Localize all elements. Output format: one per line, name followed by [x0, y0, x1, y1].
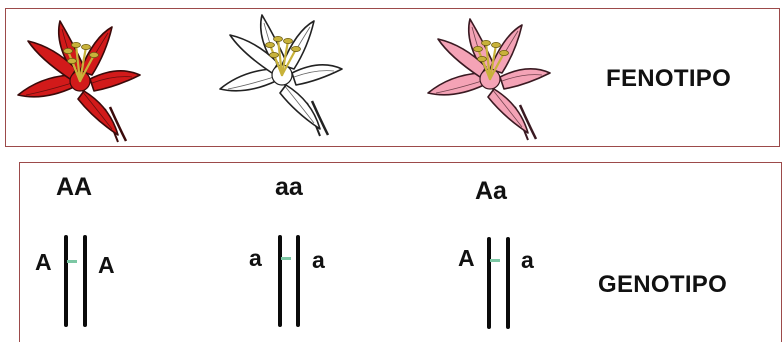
- stamen-anther: [482, 40, 491, 45]
- stamen-anther: [68, 58, 77, 63]
- genotype-2-label: aa: [275, 173, 303, 202]
- phenotype-label: FENOTIPO: [606, 65, 731, 93]
- allele-3-left: A: [458, 245, 475, 272]
- stamen-anther: [284, 38, 293, 43]
- locus-2-mark: [281, 257, 291, 260]
- stamen-anther: [274, 36, 283, 41]
- petal-crease: [492, 89, 522, 127]
- chromosome-2-left: [278, 235, 282, 327]
- locus-3-mark: [490, 259, 500, 262]
- chromosome-1-left: [64, 235, 68, 327]
- stamen-anther: [72, 42, 81, 47]
- white-lily-image: [216, 9, 346, 137]
- petal-shape: [428, 73, 484, 95]
- locus-1-mark: [67, 260, 77, 263]
- allele-3-right: a: [521, 247, 534, 274]
- allele-2-right: a: [312, 247, 325, 274]
- stamen-anther: [492, 42, 501, 47]
- stamen-anther: [474, 46, 483, 51]
- phenotype-panel: FENOTIPO: [5, 8, 780, 147]
- stamen-anther: [292, 46, 301, 51]
- petal-shape: [220, 69, 276, 91]
- red-lily-image: [14, 15, 144, 143]
- genotype-3-label: Aa: [475, 177, 507, 206]
- stamen-anther: [266, 42, 275, 47]
- allele-1-left: A: [35, 249, 52, 276]
- petal-crease: [284, 85, 314, 123]
- genotype-panel: AA A A aa a a Aa A a GENOTIPO: [19, 162, 782, 342]
- red-lily-flower: [14, 15, 144, 148]
- stamen-anther: [64, 48, 73, 53]
- petal-shape: [18, 75, 74, 97]
- stamen-anther: [500, 50, 509, 55]
- chromosome-1-right: [83, 235, 87, 327]
- genotype-1-label: AA: [56, 173, 92, 202]
- allele-2-left: a: [249, 245, 262, 272]
- pink-lily-flower: [424, 13, 554, 146]
- chromosome-3-right: [506, 237, 510, 329]
- stamen-anther: [90, 52, 99, 57]
- allele-1-right: A: [98, 252, 115, 279]
- petal-crease: [82, 91, 112, 129]
- chromosome-2-right: [296, 235, 300, 327]
- chromosome-3-left: [487, 237, 491, 329]
- pink-lily-image: [424, 13, 554, 141]
- genotype-label: GENOTIPO: [598, 271, 727, 299]
- stamen-anther: [478, 56, 487, 61]
- white-lily-flower: [216, 9, 346, 142]
- stamen-anther: [82, 44, 91, 49]
- stamen-anther: [270, 52, 279, 57]
